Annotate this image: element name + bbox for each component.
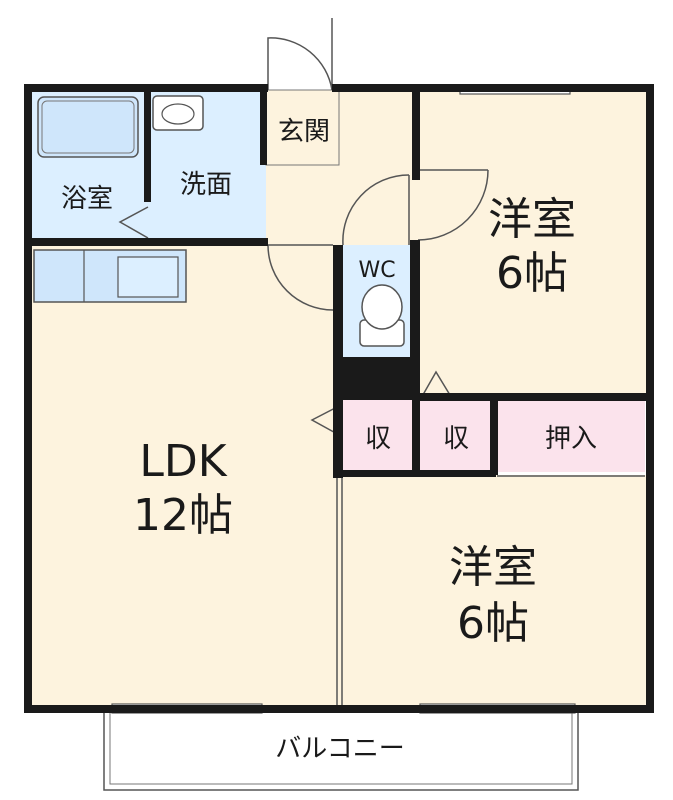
western-room-2-name: 洋室 xyxy=(449,542,537,593)
wall-storage-divider xyxy=(412,400,420,475)
wash-label: 洗面 xyxy=(180,170,232,200)
balcony-label: バルコニー xyxy=(275,734,404,764)
western-room-1-name: 洋室 xyxy=(488,194,576,245)
western-1-door-swing xyxy=(417,169,489,241)
closet-label: 押入 xyxy=(545,424,597,454)
outer-wall-left xyxy=(24,84,32,713)
wall-hall-western1 xyxy=(412,84,420,180)
bathtub-inner xyxy=(41,100,135,154)
outer-wall-top-left xyxy=(24,84,268,92)
wall-bath-bottom xyxy=(24,238,268,246)
closet-floor xyxy=(497,400,645,472)
wall-bath-wash xyxy=(144,90,151,202)
storage-1-floor xyxy=(343,400,413,472)
wall-western1-bottom xyxy=(412,393,654,401)
wall-wc-bottom xyxy=(333,357,420,400)
storage-2-floor xyxy=(419,400,491,472)
ldk-floor xyxy=(31,243,336,705)
storage-2-label: 収 xyxy=(443,424,469,454)
kitchen-sink xyxy=(117,256,179,298)
wash-basin xyxy=(152,95,204,131)
ldk-door-swing xyxy=(267,244,334,311)
bath-door-marker xyxy=(118,206,149,239)
entrance-door-swing xyxy=(267,37,333,91)
storage-2-door-marker xyxy=(419,370,454,401)
wall-closet-divider xyxy=(490,400,498,475)
bath-label: 浴室 xyxy=(61,184,113,214)
western-room-1-size: 6帖 xyxy=(496,248,568,299)
western-room-2-floor xyxy=(336,475,648,705)
ldk-name: LDK xyxy=(139,436,227,487)
wash-basin-bowl xyxy=(161,103,195,125)
wall-wash-hall xyxy=(260,90,267,165)
storage-1-label: 収 xyxy=(365,424,391,454)
bathtub xyxy=(37,96,139,158)
entrance-label: 玄関 xyxy=(278,117,330,147)
balcony-area xyxy=(103,707,579,791)
wc-label: WC xyxy=(358,258,395,283)
outer-wall-top-right xyxy=(332,84,654,92)
outer-wall-bottom xyxy=(24,705,654,713)
toilet-bowl xyxy=(361,284,403,330)
wall-ldk-right xyxy=(333,400,343,478)
western-room-2-size: 6帖 xyxy=(457,598,529,649)
western-room-1-floor xyxy=(418,90,648,395)
wall-wc-right xyxy=(410,240,420,400)
wc-door-swing xyxy=(342,174,410,246)
wall-wc-left xyxy=(333,245,343,405)
storage-door-marker xyxy=(310,404,342,437)
ldk-size: 12帖 xyxy=(133,490,233,541)
